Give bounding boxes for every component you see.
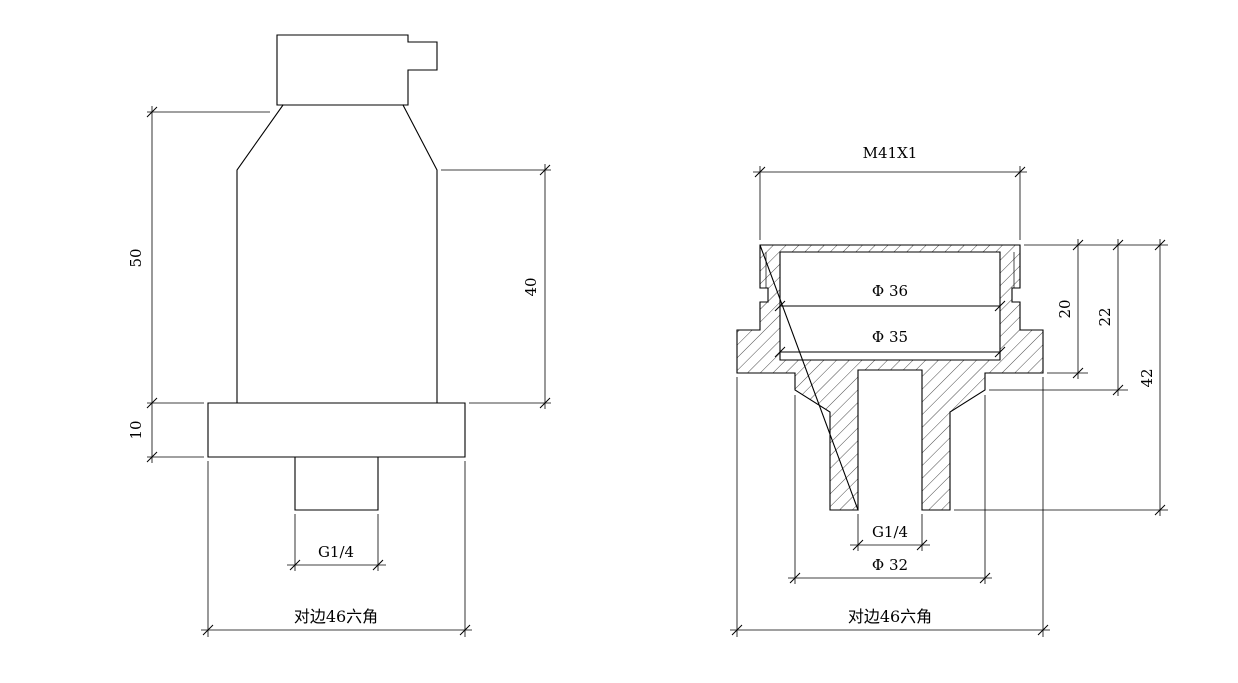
left-dim-40: 40 [441,164,551,409]
right-dim-20: 20 [1024,239,1168,379]
right-dim-g14: G1/4 [850,514,930,551]
dim-label-10: 10 [127,420,145,439]
dim-label-m41: M41X1 [863,144,918,162]
section-outer-outline [736,244,1044,511]
dim-label-d36: Φ 36 [872,282,908,300]
right-dim-42: 42 [954,239,1168,516]
left-dim-g14: G1/4 [287,514,386,571]
right-view-outline [736,244,1044,511]
left-view: 50 10 40 G1/4 对边46六角 [127,34,551,637]
dim-label-g14-right: G1/4 [872,523,908,541]
dim-label-hex-left: 对边46六角 [294,607,378,626]
right-dim-hex: 对边46六角 [730,377,1050,637]
hex-flange-outline [207,402,466,458]
dim-label-d35: Φ 35 [872,328,908,346]
body-outline [236,104,438,404]
dim-label-40: 40 [522,277,540,296]
dim-label-20: 20 [1056,299,1074,318]
left-dim-hex: 对边46六角 [201,461,472,637]
thread-stub-outline [294,456,379,511]
dim-label-g14-left: G1/4 [318,543,354,561]
dim-label-d32: Φ 32 [872,556,908,574]
dim-label-50: 50 [127,248,145,267]
left-view-outline [207,34,466,511]
connector-outline [276,34,438,106]
right-dim-d32: Φ 32 [788,395,992,584]
dim-label-22: 22 [1096,307,1114,326]
right-dim-d35: Φ 35 [774,328,1006,358]
dim-label-hex-right: 对边46六角 [848,607,932,626]
right-dim-m41: M41X1 [753,144,1027,240]
section-hatch [737,245,1043,510]
right-view: M41X1 Φ 36 Φ 35 20 22 [730,144,1168,637]
port-outline [857,369,923,511]
cavity-outline [779,251,1001,361]
dim-label-42: 42 [1138,368,1156,387]
left-dim-50-10: 50 10 [127,106,270,463]
right-dim-d36: Φ 36 [774,282,1006,312]
right-dim-22: 22 [989,239,1128,396]
